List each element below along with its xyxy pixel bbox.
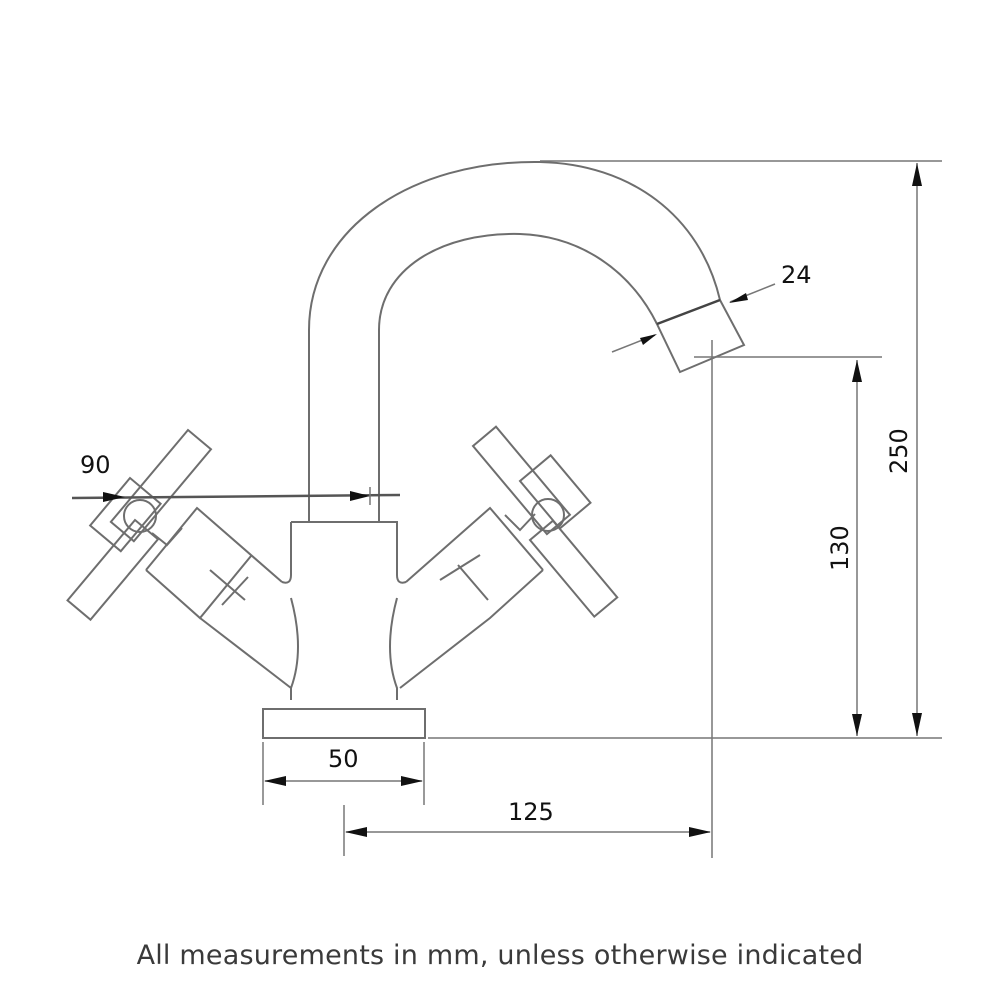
dim-250-label: 250 — [885, 428, 913, 474]
dim-24: 24 — [611, 261, 812, 353]
tap-body — [262, 521, 426, 739]
spout-outline — [308, 160, 746, 522]
dim-24-label: 24 — [781, 261, 812, 289]
dim-130-label: 130 — [826, 525, 854, 571]
dim-250: 250 — [428, 160, 942, 739]
dim-130: 130 — [694, 356, 882, 736]
dim-50: 50 — [262, 742, 425, 805]
left-handle — [66, 428, 292, 689]
measurement-caption: All measurements in mm, unless otherwise… — [136, 940, 864, 971]
right-handle — [399, 425, 619, 689]
dim-125-label: 125 — [508, 798, 554, 826]
dim-90-label: 90 — [80, 451, 111, 479]
dim-125: 125 — [343, 798, 711, 856]
dim-90: 90 — [71, 451, 401, 505]
dim-50-label: 50 — [328, 745, 359, 773]
